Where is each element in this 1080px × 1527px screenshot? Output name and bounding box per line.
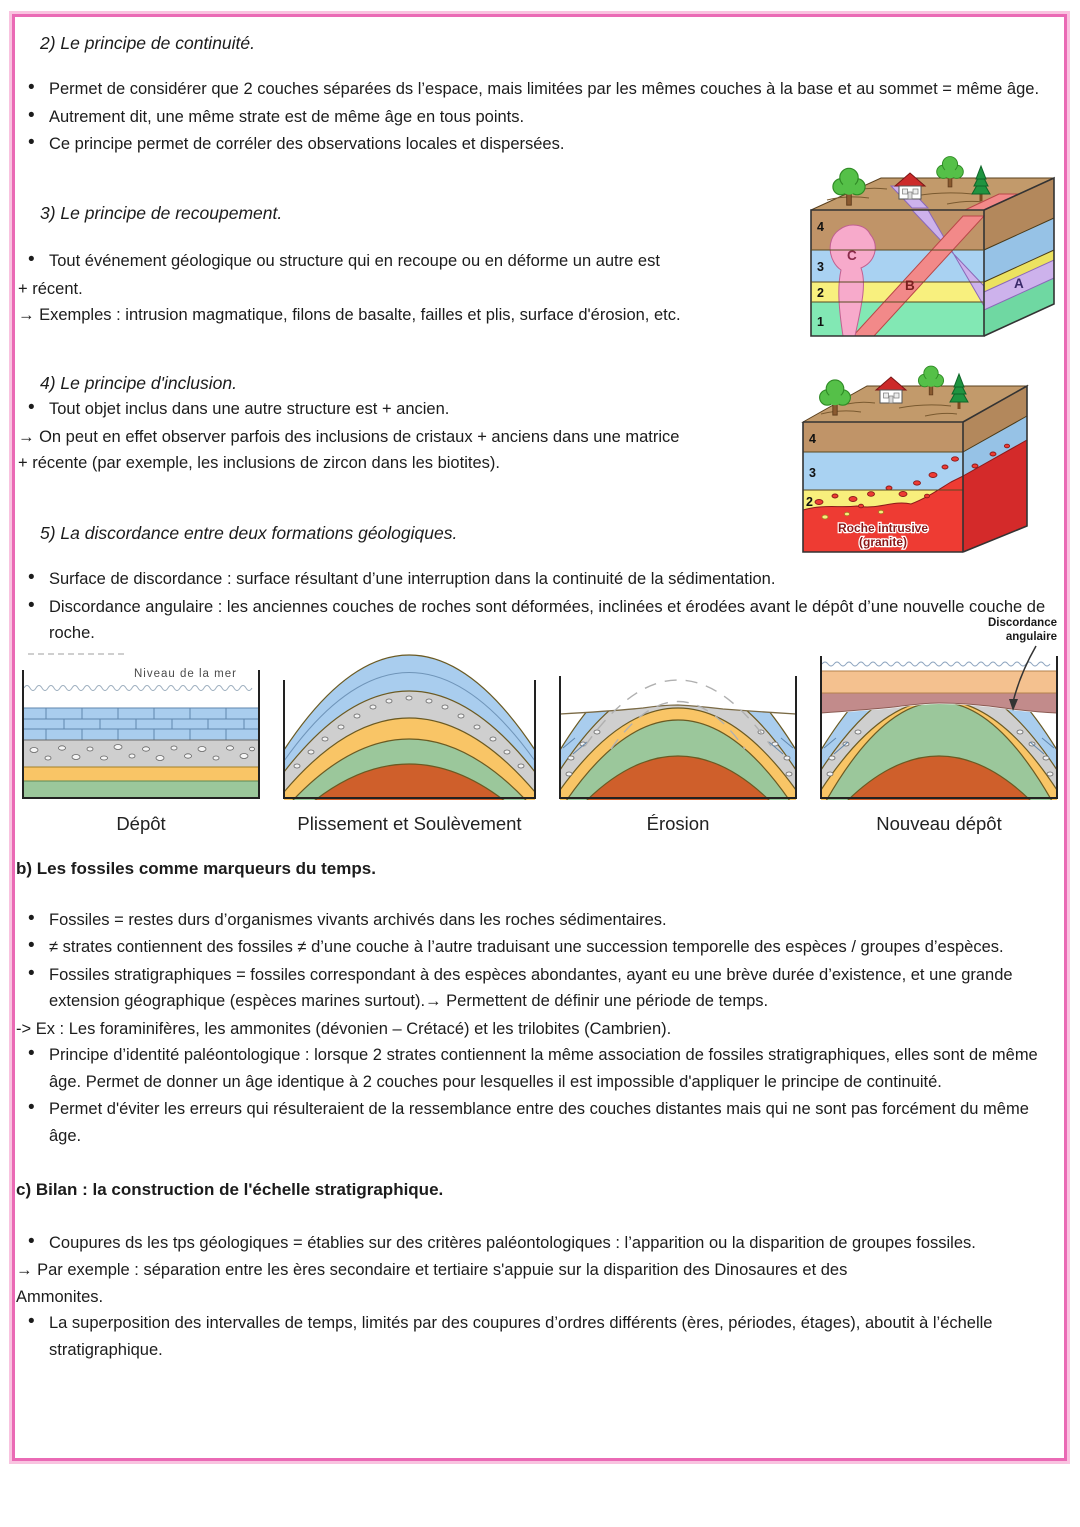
plissement-diagram	[283, 654, 536, 800]
pebbles	[826, 729, 1054, 777]
dike-label: B	[905, 278, 915, 293]
arrow-line: → Exemples : intrusion magmatique, filon…	[18, 306, 681, 324]
layer-number: 1	[817, 315, 824, 329]
erosion-surface	[559, 704, 797, 715]
pink-intrusion	[829, 224, 876, 337]
panel-caption: Nouveau dépôt	[876, 813, 1002, 834]
list-item: Fossiles = restes durs d’organismes viva…	[18, 906, 1062, 934]
house-icon	[894, 172, 926, 200]
list-item: La superposition des intervalles de temp…	[18, 1309, 1062, 1363]
panel-depot: Niveau de la mer Dépôt	[16, 650, 266, 838]
eroded-outline-dashed	[610, 701, 746, 750]
list-item: Autrement dit, une même strate est de mê…	[18, 103, 1060, 131]
section2-title: 2) Le principe de continuité.	[40, 33, 255, 53]
section5-list: Surface de discordance : surface résulta…	[18, 565, 1060, 648]
panel-caption: Dépôt	[116, 813, 166, 834]
panel-caption: Érosion	[646, 813, 710, 834]
arrow-line: → On peut en effet observer parfois des …	[18, 427, 680, 446]
section5-title: 5) La discordance entre deux formations …	[40, 523, 458, 543]
list-item: Tout événement géologique ou structure q…	[18, 247, 793, 275]
list-item: Discordance angulaire : les anciennes co…	[18, 593, 1060, 647]
arrow-line: → Par exemple : séparation entre les ère…	[16, 1261, 848, 1279]
continuation-line: Ammonites.	[16, 1287, 104, 1306]
granite-mass	[802, 475, 964, 553]
section4-title: 4) Le principe d'inclusion.	[40, 373, 237, 393]
arrow-line: + récente (par exemple, les inclusions d…	[18, 454, 500, 472]
layer-number: 4	[809, 432, 816, 446]
list-item: Principe d’identité paléontologique : lo…	[18, 1041, 1062, 1095]
discordance-panels: Niveau de la mer Dépôt	[16, 612, 1064, 838]
pebbles	[29, 744, 255, 761]
section4-body: Tout objet inclus dans une autre structu…	[18, 395, 808, 477]
inclusion-block-diagram: 4 3 2 Roche intrusive (granite)	[801, 365, 1029, 553]
layer-number: 2	[806, 495, 813, 509]
panel-erosion: Érosion	[553, 650, 803, 838]
list-item: Ce principe permet de corréler des obser…	[18, 130, 1060, 158]
sea-level-label: Niveau de la mer	[134, 668, 237, 680]
section3-title: 3) Le principe de recoupement.	[40, 203, 283, 223]
water-line	[23, 685, 253, 691]
layer-number: 3	[817, 260, 824, 274]
section3-body: Tout événement géologique ou structure q…	[18, 247, 793, 329]
faint-dashes	[28, 653, 124, 655]
layer-number: 2	[817, 286, 824, 300]
water-line	[821, 661, 1051, 667]
section2-list: Permet de considérer que 2 couches sépar…	[18, 75, 1060, 159]
dike-label: A	[1014, 276, 1024, 291]
list-item: Permet d'éviter les erreurs qui résulter…	[18, 1095, 1062, 1149]
pebbles	[293, 695, 525, 769]
continuation-line: + récent.	[18, 279, 83, 298]
annotation-arrowhead	[1009, 699, 1018, 711]
erosion-diagram	[559, 650, 797, 800]
panel-plissement: Plissement et Soulèvement	[277, 650, 542, 838]
list-item: Surface de discordance : surface résulta…	[18, 565, 1060, 593]
example-line: -> Ex : Les foraminifères, les ammonites…	[16, 1019, 672, 1038]
sectionc-title: c) Bilan : la construction de l'échelle …	[16, 1180, 444, 1199]
list-item: Coupures ds les tps géologiques = établi…	[18, 1229, 1062, 1257]
eroded-outline-dashed	[584, 679, 772, 747]
discordance-annotation: Discordance	[988, 617, 1057, 629]
new-layer-mauve	[820, 692, 1058, 714]
lower-sections: b) Les fossiles comme marqueurs du temps…	[16, 856, 1062, 1364]
list-item: ≠ strates contiennent des fossiles ≠ d’u…	[18, 933, 1062, 961]
granite-caption: Roche intrusive	[838, 521, 928, 535]
panel-nouveau-depot: Discordance angulaire Nouveau dépôt	[814, 612, 1064, 838]
list-item: Fossiles stratigraphiques = fossiles cor…	[18, 961, 1062, 1015]
house-icon	[875, 376, 907, 404]
red-inclusions	[814, 443, 1011, 509]
nouveau-depot-diagram: Discordance angulaire	[820, 617, 1058, 800]
page-border-frame	[12, 14, 1067, 1461]
yellow-pockets	[821, 509, 884, 520]
intrusion-label: C	[847, 248, 857, 263]
layer-number: 3	[809, 466, 816, 480]
annotation-arrow	[1012, 645, 1037, 703]
discordance-annotation: angulaire	[1006, 631, 1057, 643]
cross-cutting-block-diagram: 4 3 2 1 C B A	[810, 156, 1055, 337]
panel-caption: Plissement et Soulèvement	[297, 813, 522, 834]
sectionb-title: b) Les fossiles comme marqueurs du temps…	[16, 859, 376, 878]
granite-caption: (granite)	[859, 535, 907, 549]
list-item: Permet de considérer que 2 couches sépar…	[18, 75, 1060, 103]
list-item: Tout objet inclus dans une autre structu…	[18, 395, 808, 423]
depot-diagram: Niveau de la mer	[22, 668, 260, 799]
layer-number: 4	[817, 220, 824, 234]
